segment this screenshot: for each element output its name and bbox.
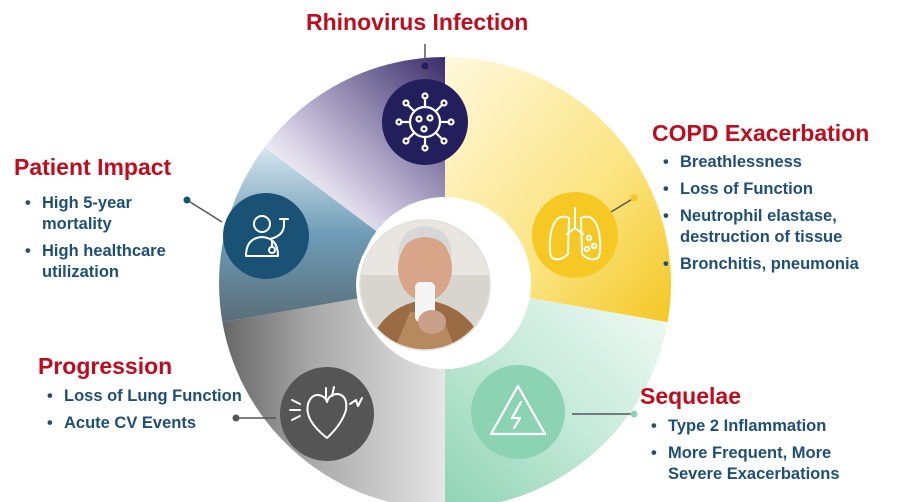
sequelae-title: Sequelae [640,383,741,409]
list-item: High 5-year mortality [22,193,182,235]
lungs-icon [548,207,602,261]
heart-icon [289,386,363,439]
rhinovirus-title: Rhinovirus Infection [306,9,529,35]
sequelae-list: Type 2 Inflammation More Frequent, More … [648,416,898,491]
progression-list: Loss of Lung Function Acute CV Events [44,386,242,440]
list-item: More Frequent, More Severe Exacerbations [648,443,873,485]
progression-title: Progression [38,353,173,379]
node-copd [532,192,618,278]
warning-icon [489,384,547,436]
list-item: Acute CV Events [44,413,242,434]
doctor-stethoscope-icon [245,215,289,257]
node-rhinovirus [382,79,468,165]
list-item: Type 2 Inflammation [648,416,898,437]
list-item: Loss of Lung Function [44,386,242,407]
list-item: High healthcare utilization [22,241,202,283]
list-item: Bronchitis, pneumonia [660,254,895,275]
center-patient-photo [356,216,494,354]
list-item: Breathlessness [660,152,895,173]
patient-impact-title: Patient Impact [14,154,172,180]
node-progression [280,367,374,461]
patient-impact-list: High 5-year mortality High healthcare ut… [22,193,212,289]
copd-list: Breathlessness Loss of Function Neutroph… [660,152,895,281]
node-sequelae [471,365,565,459]
ring-segment-copd [445,56,672,323]
node-patient-impact [223,193,309,279]
connector-patient [186,199,223,223]
list-item: Neutrophil elastase, destruction of tiss… [660,206,895,248]
copd-title: COPD Exacerbation [652,120,870,146]
list-item: Loss of Function [660,179,895,200]
virus-icon [395,92,455,152]
